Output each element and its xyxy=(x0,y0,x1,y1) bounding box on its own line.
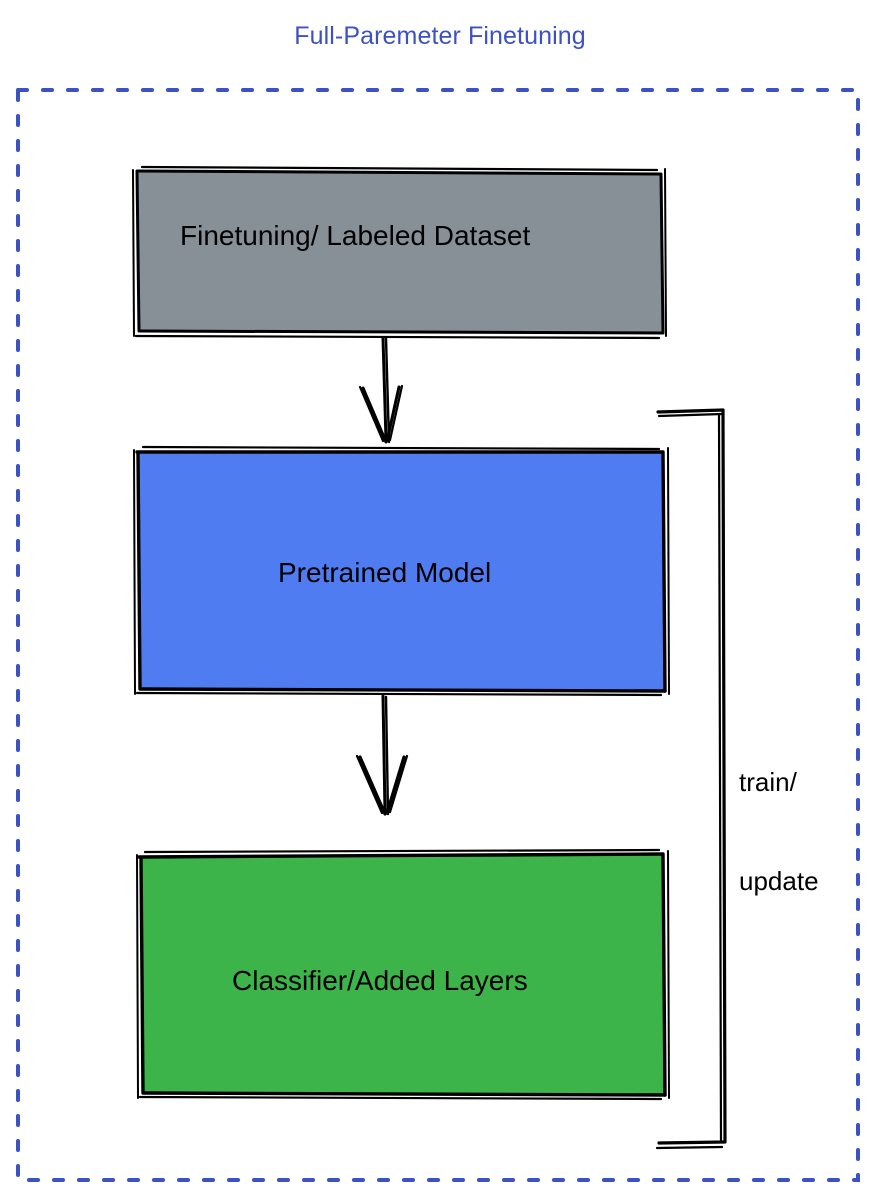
dashed-boundary xyxy=(16,88,860,1182)
edge-feedback-loop xyxy=(655,408,727,1150)
node-pretrained[interactable] xyxy=(133,445,670,697)
edge-feedback-loop-label-line1: train/ xyxy=(739,767,797,797)
page-title: Full-Paremeter Finetuning xyxy=(294,22,586,50)
edge-dataset-to-pretrained xyxy=(358,336,404,444)
node-dataset[interactable] xyxy=(132,165,667,340)
node-classifier[interactable] xyxy=(136,848,670,1101)
edge-feedback-loop-label: train/ update xyxy=(739,700,819,964)
edge-pretrained-to-classifier xyxy=(355,694,409,816)
edge-feedback-loop-label-line2: update xyxy=(739,866,819,896)
